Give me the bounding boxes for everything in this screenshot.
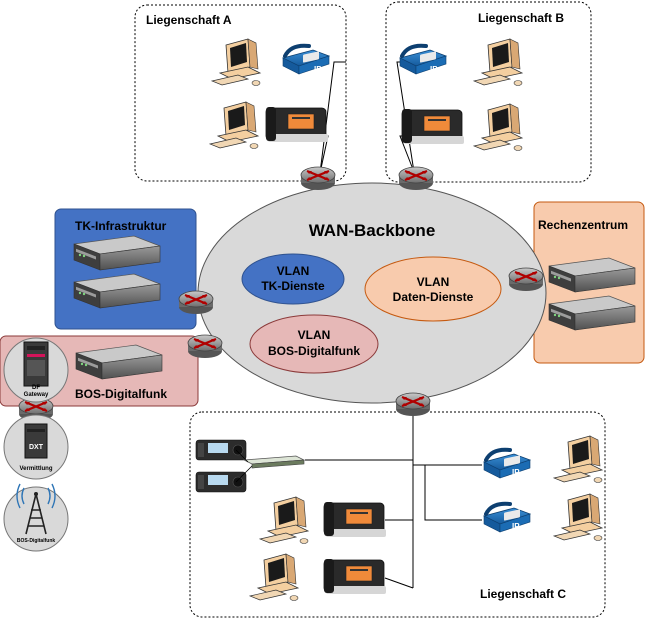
site-b-label: Liegenschaft B xyxy=(478,11,564,25)
pc-icon xyxy=(211,38,261,86)
desk-phone-icon xyxy=(401,108,465,145)
ip-phone-label: IP xyxy=(314,65,322,74)
vlan-daten-line2: Daten-Dienste xyxy=(393,290,474,304)
vlan-bos-line2: BOS-Digitalfunk xyxy=(268,344,360,358)
radio-terminal-icon xyxy=(195,471,247,493)
router-icon xyxy=(397,165,435,192)
router-icon xyxy=(299,165,337,192)
ip-phone-icon xyxy=(482,447,532,480)
ip-phone-icon xyxy=(398,43,448,76)
pc-icon xyxy=(209,101,259,149)
router-icon xyxy=(507,266,545,293)
antenna-icon xyxy=(3,483,69,552)
site-b-box xyxy=(385,1,592,183)
vlan-tk-line2: TK-Dienste xyxy=(261,279,325,293)
df-gateway-icon xyxy=(3,337,69,403)
vlan-daten-line1: VLAN xyxy=(417,275,450,289)
ip-phone-label: IP xyxy=(512,468,520,477)
dxt-label: DXT xyxy=(29,444,44,451)
site-c-box xyxy=(189,411,606,618)
backbone-title: WAN-Backbone xyxy=(309,221,436,240)
vlan-tk-dienste xyxy=(241,253,345,305)
router-icon xyxy=(177,289,215,316)
desk-phone-icon xyxy=(323,558,387,595)
pc-icon xyxy=(553,435,603,483)
dxt-switch-icon xyxy=(3,414,69,480)
pc-icon xyxy=(473,38,523,86)
site-a-box xyxy=(134,4,347,182)
df-gateway-label-1: DF xyxy=(32,385,40,391)
bos-zone-label: BOS-Digitalfunk xyxy=(75,387,167,401)
pc-icon xyxy=(249,553,299,601)
site-c-label: Liegenschaft C xyxy=(480,587,566,601)
pc-icon xyxy=(553,493,603,541)
ip-phone-icon xyxy=(281,43,331,76)
vermittlung-label: Vermittlung xyxy=(19,466,52,472)
desk-phone-icon xyxy=(323,501,387,538)
radio-gateway-icon xyxy=(235,449,306,483)
rz-zone-label: Rechenzentrum xyxy=(538,218,628,232)
tk-zone-label: TK-Infrastruktur xyxy=(75,219,167,233)
ip-phone-label: IP xyxy=(430,65,438,74)
vlan-daten-dienste xyxy=(364,256,502,322)
vlan-tk-line1: VLAN xyxy=(277,264,310,278)
router-icon xyxy=(186,333,224,360)
ip-phone-label: IP xyxy=(512,522,520,531)
vlan-bos-digitalfunk xyxy=(249,314,379,374)
bos-antenna-label: BOS-Digitalfunk xyxy=(17,538,56,544)
radio-terminal-icon xyxy=(195,439,247,461)
vlan-bos-line1: VLAN xyxy=(298,328,331,342)
site-a-label: Liegenschaft A xyxy=(146,13,232,27)
desk-phone-icon xyxy=(265,106,329,143)
ip-phone-icon xyxy=(482,501,532,534)
router-icon xyxy=(394,391,432,418)
pc-icon xyxy=(473,103,523,151)
df-gateway-label-2: Gateway xyxy=(24,392,49,398)
pc-icon xyxy=(259,496,309,544)
